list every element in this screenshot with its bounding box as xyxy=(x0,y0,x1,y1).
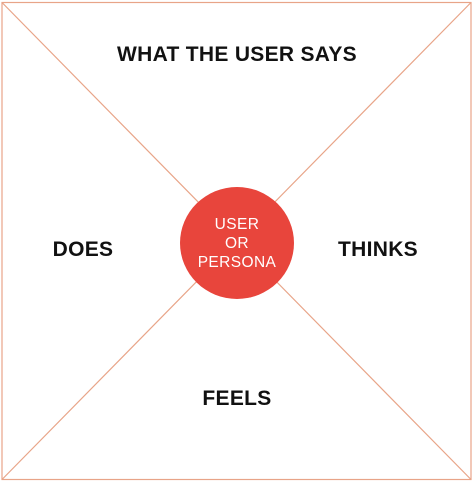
user-persona-circle: USER OR PERSONA xyxy=(180,187,294,299)
quadrant-does-label: DOES xyxy=(52,238,114,261)
quadrant-thinks-label: THINKS xyxy=(338,238,418,261)
quadrant-says-label: WHAT THE USER SAYS xyxy=(117,43,357,66)
quadrant-feels-label: FEELS xyxy=(202,387,272,410)
user-persona-label: USER OR PERSONA xyxy=(197,215,277,271)
